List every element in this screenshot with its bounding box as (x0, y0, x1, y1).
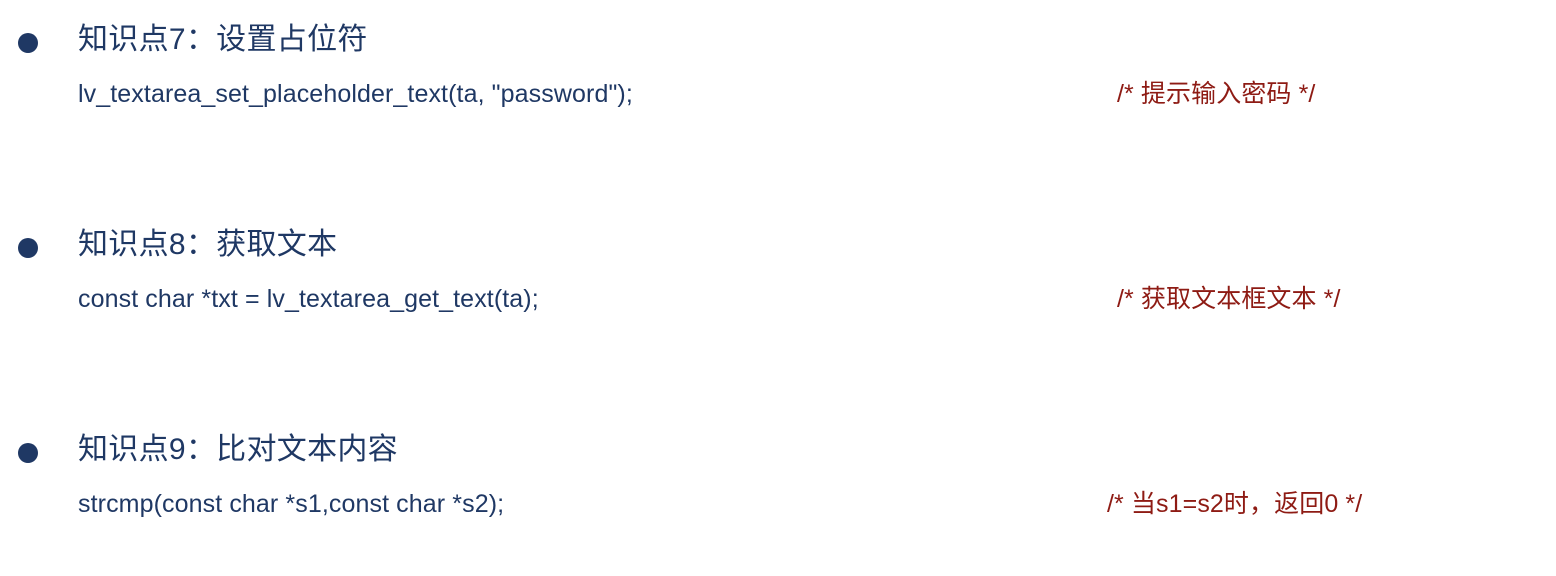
knowledge-point-block: 知识点9：比对文本内容 strcmp(const char *s1,const … (0, 424, 1556, 532)
knowledge-point-code-row: const char *txt = lv_textarea_get_text(t… (0, 275, 1556, 327)
code-snippet: const char *txt = lv_textarea_get_text(t… (78, 285, 539, 313)
knowledge-point-heading-row: 知识点8：获取文本 (0, 219, 1556, 275)
knowledge-point-title: 知识点9：比对文本内容 (78, 433, 398, 466)
code-comment: /* 当s1=s2时，返回0 */ (1107, 490, 1363, 518)
bullet-dot-icon (18, 33, 38, 53)
bullet-dot-icon (18, 443, 38, 463)
knowledge-point-code-row: lv_textarea_set_placeholder_text(ta, "pa… (0, 70, 1556, 122)
knowledge-point-heading-row: 知识点9：比对文本内容 (0, 424, 1556, 480)
code-comment: /* 获取文本框文本 */ (1117, 285, 1341, 313)
code-snippet: strcmp(const char *s1,const char *s2); (78, 490, 505, 518)
knowledge-point-block: 知识点8：获取文本 const char *txt = lv_textarea_… (0, 219, 1556, 327)
knowledge-point-code-row: strcmp(const char *s1,const char *s2); /… (0, 480, 1556, 532)
knowledge-point-block: 知识点7：设置占位符 lv_textarea_set_placeholder_t… (0, 14, 1556, 122)
code-snippet: lv_textarea_set_placeholder_text(ta, "pa… (78, 80, 633, 108)
knowledge-point-title: 知识点7：设置占位符 (78, 23, 368, 56)
knowledge-point-title: 知识点8：获取文本 (78, 228, 338, 261)
bullet-dot-icon (18, 238, 38, 258)
knowledge-point-heading-row: 知识点7：设置占位符 (0, 14, 1556, 70)
code-comment: /* 提示输入密码 */ (1117, 80, 1316, 108)
